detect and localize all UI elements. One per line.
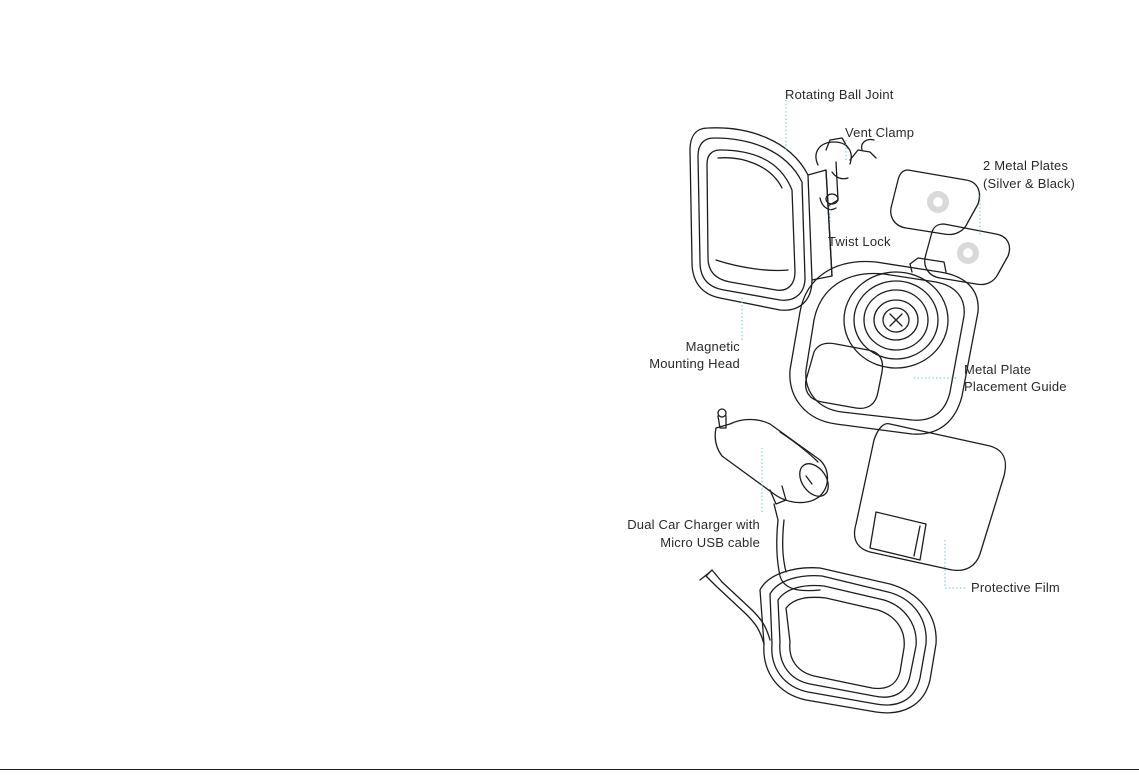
car-charger-icon	[715, 409, 834, 520]
label-rotating-ball-joint: Rotating Ball Joint	[785, 86, 894, 104]
protective-film-icon	[855, 424, 1006, 571]
label-protective-film: Protective Film	[971, 579, 1060, 597]
label-metal-plates-line2: (Silver & Black)	[983, 175, 1075, 193]
label-placement-guide-line1: Metal Plate	[964, 361, 1031, 379]
placement-guide-icon	[790, 258, 978, 434]
label-car-charger-line2: Micro USB cable	[600, 534, 760, 552]
label-vent-clamp: Vent Clamp	[845, 124, 914, 142]
label-placement-guide-line2: Placement Guide	[964, 378, 1067, 396]
bottom-divider	[0, 769, 1139, 770]
metal-plate-icon-1	[891, 170, 980, 235]
label-car-charger-line1: Dual Car Charger with	[600, 516, 760, 534]
magnetic-mounting-head-icon	[690, 128, 832, 310]
label-magnetic-head-line1: Magnetic	[640, 338, 740, 356]
label-metal-plates-line1: 2 Metal Plates	[983, 157, 1068, 175]
leader-lines	[742, 100, 980, 588]
label-magnetic-head-line2: Mounting Head	[620, 355, 740, 373]
label-twist-lock: Twist Lock	[828, 233, 891, 251]
